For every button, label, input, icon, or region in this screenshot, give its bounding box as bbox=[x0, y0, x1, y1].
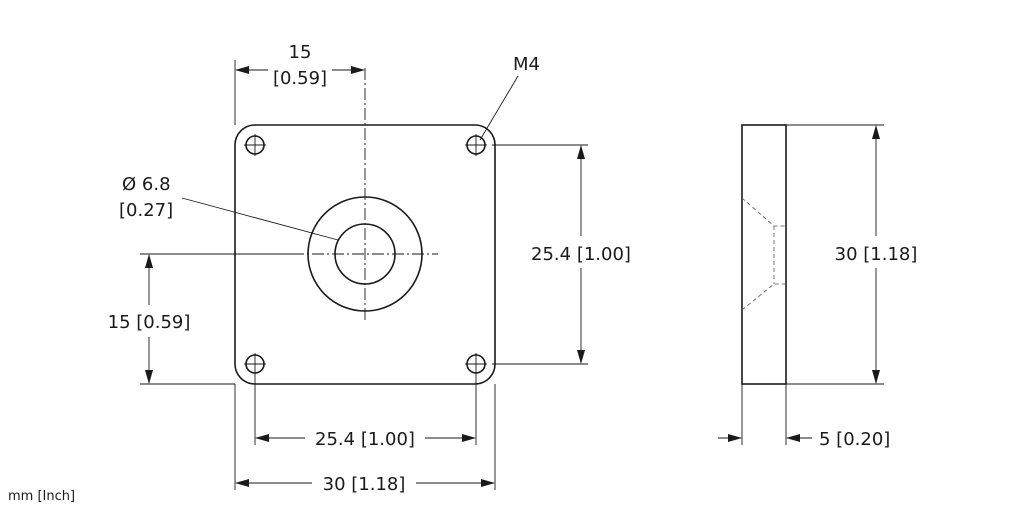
mounting-hole-bottom-left bbox=[244, 353, 266, 375]
dim-hole-spacing-vertical: 25.4 [1.00] bbox=[492, 144, 631, 365]
counterbore-circle bbox=[307, 196, 423, 312]
mounting-hole-top-left bbox=[244, 134, 266, 156]
dim-top-value: 15 bbox=[289, 42, 312, 63]
dim-hole-spacing-horizontal: 25.4 [1.00] bbox=[254, 375, 477, 450]
mounting-hole-top-right bbox=[465, 134, 487, 156]
bore-diameter-inch: [0.27] bbox=[119, 200, 173, 221]
bore-diameter-value: Ø 6.8 bbox=[122, 174, 171, 195]
thread-label: M4 bbox=[513, 54, 540, 75]
front-view: 15 [0.59] M4 Ø 6.8 [0.27] 25.4 [1.00] bbox=[108, 42, 631, 495]
dim-left-half-height-text: 15 [0.59] bbox=[108, 312, 191, 333]
dim-overall-width-text: 30 [1.18] bbox=[323, 474, 406, 495]
mounting-hole-bottom-right bbox=[465, 353, 487, 375]
dim-top-inch: [0.59] bbox=[273, 68, 327, 89]
dim-side-thickness: 5 [0.20] bbox=[718, 384, 890, 450]
hidden-counterbore-bottom bbox=[741, 283, 786, 311]
dim-side-thickness-text: 5 [0.20] bbox=[819, 429, 890, 450]
dim-left-half-height: 15 [0.59] bbox=[108, 253, 300, 385]
dim-top-half-width: 15 [0.59] bbox=[234, 42, 365, 125]
dim-hole-spacing-horizontal-text: 25.4 [1.00] bbox=[315, 429, 415, 450]
bore-diameter-callout: Ø 6.8 [0.27] bbox=[119, 174, 339, 241]
thread-callout: M4 bbox=[479, 54, 540, 141]
dim-overall-width: 30 [1.18] bbox=[234, 384, 496, 495]
hidden-counterbore-top bbox=[741, 197, 786, 227]
units-note: mm [Inch] bbox=[8, 489, 75, 504]
side-view: 30 [1.18] 5 [0.20] bbox=[718, 124, 918, 450]
side-profile bbox=[741, 124, 787, 385]
bore-circle bbox=[334, 223, 396, 285]
dim-side-height-text: 30 [1.18] bbox=[835, 244, 918, 265]
dim-hole-spacing-vertical-text: 25.4 [1.00] bbox=[531, 244, 631, 265]
dim-side-height: 30 [1.18] bbox=[786, 124, 918, 385]
